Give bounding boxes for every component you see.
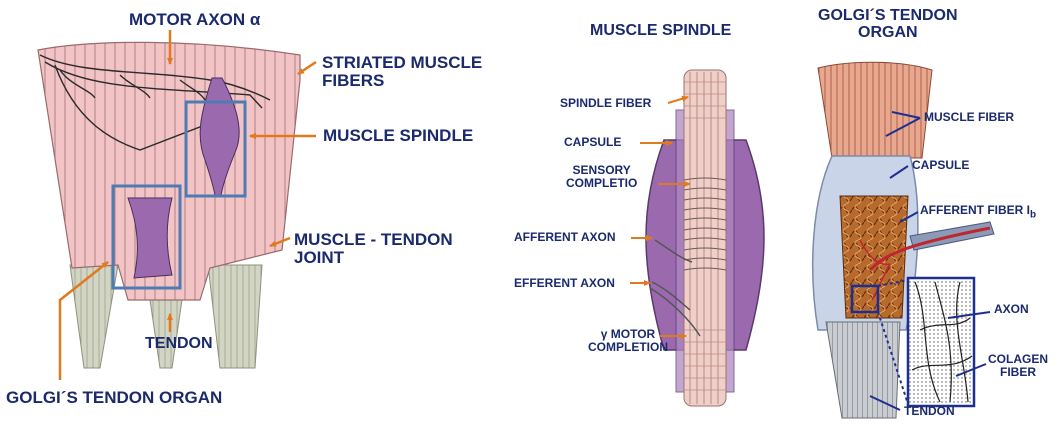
label-colagen-line2: FIBER xyxy=(988,366,1048,379)
label-muscle-tendon-joint: MUSCLE - TENDON JOINT xyxy=(294,231,453,267)
label-joint-line1: MUSCLE - TENDON xyxy=(294,231,453,249)
label-gamma-motor: γ MOTOR COMPLETION xyxy=(588,328,668,353)
label-afferent-axon: AFFERENT AXON xyxy=(514,231,616,244)
label-tendon-right: TENDON xyxy=(904,405,955,418)
label-golgi-title: GOLGI´S TENDON ORGAN xyxy=(818,8,958,42)
label-muscle-fiber: MUSCLE FIBER xyxy=(924,111,1014,124)
label-striated-fibers: STRIATED MUSCLE FIBERS xyxy=(322,54,482,90)
label-striated-line2: FIBERS xyxy=(322,72,482,90)
label-striated-line1: STRIATED MUSCLE xyxy=(322,54,482,72)
label-golgi-left: GOLGI´S TENDON ORGAN xyxy=(6,389,222,407)
label-muscle-spindle: MUSCLE SPINDLE xyxy=(323,127,473,145)
label-joint-line2: JOINT xyxy=(294,249,453,267)
label-sensory-line1: SENSORY xyxy=(566,164,637,177)
arrow-striated xyxy=(298,62,316,74)
label-gamma-line2: COMPLETION xyxy=(588,341,668,354)
label-motor-axon: MOTOR AXON α xyxy=(129,11,260,29)
label-capsule-right: CAPSULE xyxy=(912,159,969,172)
label-afferent-fiber-sub: b xyxy=(1030,209,1036,220)
label-colagen-line1: COLAGEN xyxy=(988,353,1048,366)
label-golgi-title-line2: ORGAN xyxy=(818,25,958,42)
label-spindle-fiber: SPINDLE FIBER xyxy=(560,97,651,110)
label-sensory: SENSORY COMPLETIO xyxy=(566,164,637,189)
label-afferent-fiber: AFFERENT FIBER Ib xyxy=(920,204,1036,221)
label-spindle-title: MUSCLE SPINDLE xyxy=(590,23,731,40)
label-sensory-line2: COMPLETIO xyxy=(566,177,637,190)
label-colagen-fiber: COLAGEN FIBER xyxy=(988,353,1048,378)
label-axon: AXON xyxy=(994,303,1029,316)
label-capsule-mid: CAPSULE xyxy=(564,136,621,149)
spindle-diagram xyxy=(646,70,764,406)
label-golgi-title-line1: GOLGI´S TENDON xyxy=(818,8,958,25)
label-gamma-line1: γ MOTOR xyxy=(588,328,668,341)
label-efferent-axon: EFFERENT AXON xyxy=(514,277,615,290)
label-afferent-fiber-main: AFFERENT FIBER I xyxy=(920,203,1030,217)
label-tendon-left: TENDON xyxy=(145,336,213,353)
